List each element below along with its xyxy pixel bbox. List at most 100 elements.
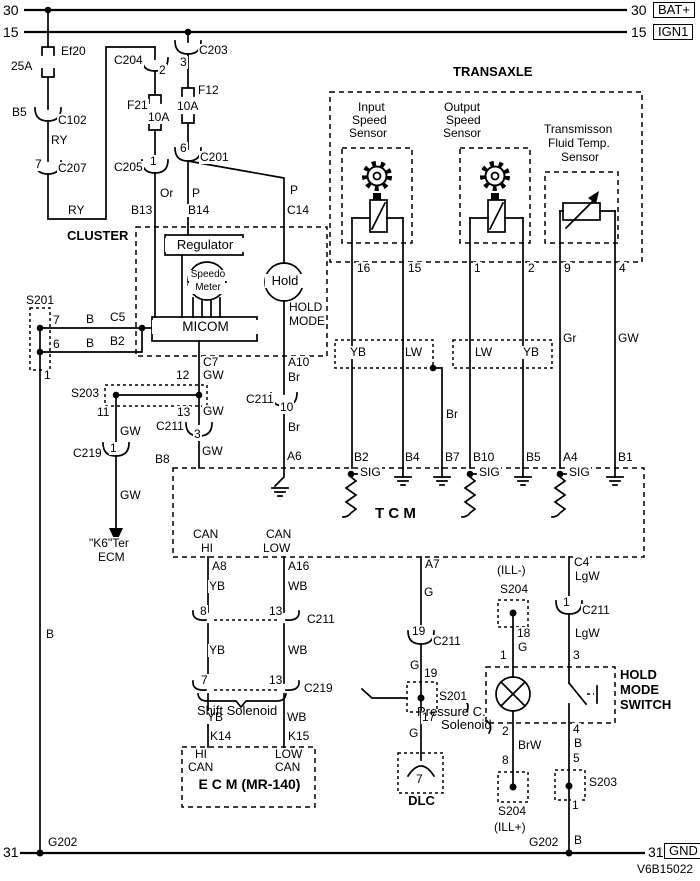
connector-pin-b5: B5 [11,105,28,119]
pin-4-label: 4 [572,722,581,736]
power-rails [16,8,645,855]
pin-16-label: 16 [356,261,372,275]
wire-color-gw: GW [202,404,225,418]
s203-splice-box [104,384,208,407]
connector-c102-label: C102 [57,113,88,127]
connector-pin-8: 8 [199,604,208,618]
ecm-box [181,746,316,808]
illumination-lamp-icon [495,676,531,712]
hold-mode-switch-wires [567,556,598,854]
resistor-icon [461,475,477,518]
pin-3-label: 3 [572,648,581,662]
junction-dots [36,6,573,857]
cluster-title: CLUSTER [66,228,130,243]
resistor-icon [342,475,358,518]
gear-icon [480,161,510,191]
s201-splice-box [29,307,51,371]
pin-11-label: 11 [96,405,111,419]
connector-pin-7: 7 [200,673,209,687]
ground-icon [394,476,412,486]
pin-b8-label: B8 [154,452,171,466]
fluid-temp-sensor-box [544,171,619,244]
output-speed-sensor-label: Output [443,100,482,114]
fluid-temp-sensor-label: Fluid Temp. [547,136,611,150]
sig-label: SIG [478,465,501,479]
wire-color-wb: WB [287,643,309,657]
wire-color-brw: BrW [517,738,543,752]
hold-mode-label: HOLD [288,300,324,314]
pressure-control-solenoid-label: Solenoid [441,717,492,732]
rail-15-right-label: 15 [630,24,648,40]
wire-color-br: Br [287,420,301,434]
wire-color-br: Br [287,370,301,384]
rail-31-right-label: 31 [647,844,665,860]
input-speed-sensor-box [341,147,413,244]
speedo-meter-label: Speedo [188,269,228,281]
pin-a6-label: A6 [286,449,303,463]
pin-15-label: 15 [407,261,423,275]
connector-pin-13: 13 [268,604,284,618]
wire-color-yb: YB [349,345,368,359]
pin-b5-label: B5 [525,450,542,464]
pin-8-label: 8 [501,753,510,767]
ground-g202-label: G202 [528,835,560,849]
connector-pin-3: 3 [193,427,202,441]
can-hi-label: CAN [192,527,220,541]
pin-b7-label: B7 [444,450,461,464]
pin-b2-label: B2 [353,450,370,464]
hold-mode-switch-title: HOLD [619,667,658,682]
wire-color-gw: GW [201,444,224,458]
connector-pin-7: 7 [34,157,43,171]
connector-c201-label: C201 [199,150,230,164]
splice-s201-label: S201 [438,689,469,703]
pin-a16-label: A16 [287,559,311,573]
pin-18-label: 18 [516,626,532,640]
pin-c7-label: C7 [202,355,220,369]
sig-label: SIG [359,465,382,479]
input-speed-sensor-label: Input [357,100,386,114]
connector-c219-label: C219 [303,681,334,695]
s203-splice-box [554,769,586,801]
wire-color-b: B [573,736,584,750]
wire-color-b: B [85,312,96,326]
dlc-connector-arc-icon [406,765,436,778]
cluster-box [135,226,328,357]
connector-pin-6: 6 [179,141,188,155]
dlc-branch-wires [360,556,492,778]
fluid-temp-sensor-label: Sensor [560,150,601,164]
connector-c205-label: C205 [113,160,144,174]
splice-s203-label: S203 [70,386,101,400]
pin-1-label: 1 [571,798,580,812]
dlc-pin-7-label: 7 [415,772,424,786]
wire-color-gw: GW [119,424,142,438]
ecm-ref-label: ECM [97,550,126,564]
input-speed-sensor-label: Sensor [348,126,389,140]
a6-internal-ground-icon [271,487,289,497]
pin-b2-label: B2 [109,334,126,348]
pin-17-label: 17 [421,710,437,724]
fuse-f21-label: F21 [126,98,149,112]
can-low-label: LOW [262,541,292,555]
output-speed-sensor-icon [469,193,524,233]
connector-c211-label: C211 [245,392,275,406]
fuse-f21-rating: 10A [147,110,171,124]
can-low-label: CAN [265,527,293,541]
pin-b13-label: B13 [130,203,154,217]
speedo-meter-label: Meter [188,282,228,294]
splice-s204-label: S204 [499,582,530,596]
pin-a7-label: A7 [424,557,441,571]
pin-19-label: 19 [423,666,439,680]
wire-color-br: Br [445,407,459,421]
splice-s204-label: S204 [497,804,528,818]
rail-15-left-label: 15 [2,24,20,40]
pin-b1-label: B1 [617,450,634,464]
gnd-terminal-label: GND [664,843,700,859]
connector-c204-label: C204 [113,53,144,67]
ground-icon [433,476,451,486]
connector-c211-label: C211 [155,419,185,433]
k6-terminal-label: "K6"Ter [88,536,130,550]
input-speed-sensor-label: Speed [351,113,388,127]
output-speed-sensor-box [459,147,531,244]
wire-color-wb: WB [287,579,309,593]
